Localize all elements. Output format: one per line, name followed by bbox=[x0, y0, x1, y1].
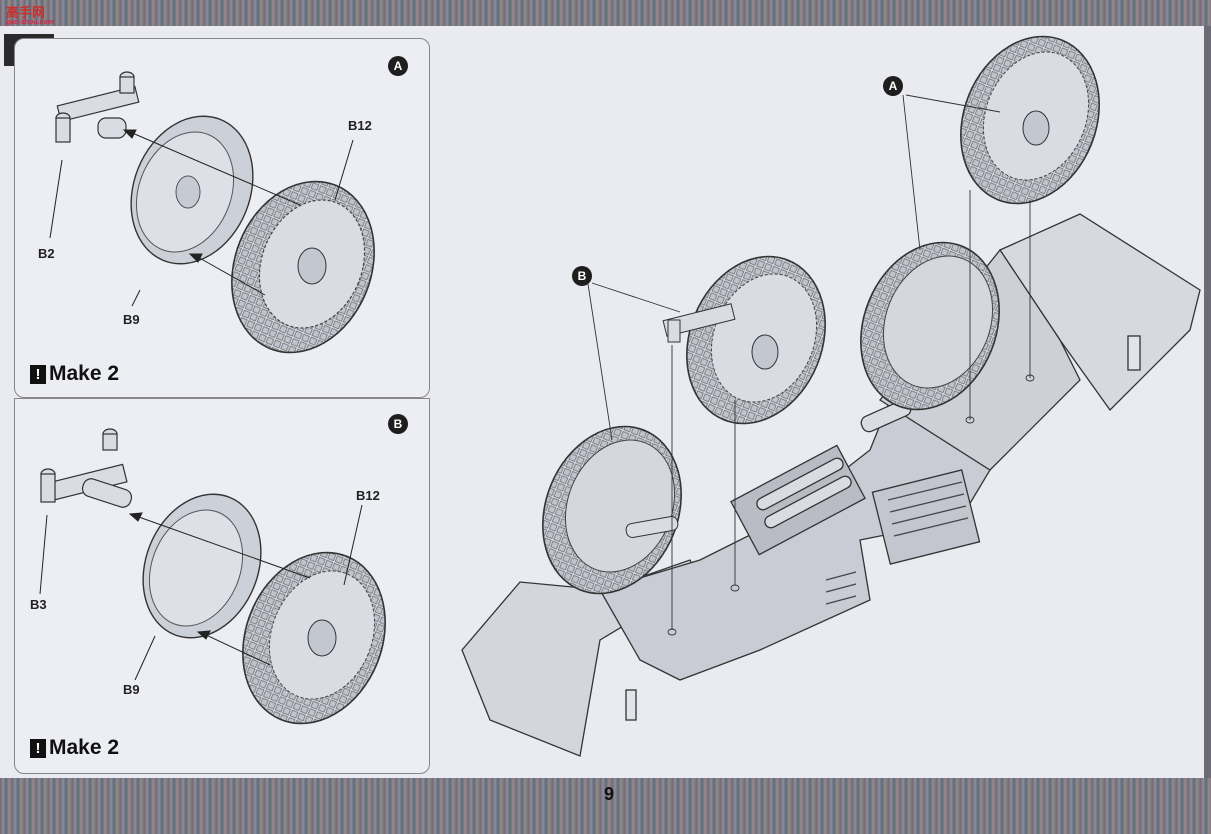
panel-b-axle-bracket bbox=[40, 428, 133, 508]
part-label-b3: B3 bbox=[30, 597, 47, 612]
warning-icon: ! bbox=[30, 738, 46, 758]
part-label-b9: B9 bbox=[123, 312, 140, 327]
main-callout-b: B bbox=[572, 266, 592, 286]
part-label-b12: B12 bbox=[348, 118, 372, 133]
panel-a-make-note: !Make 2 bbox=[30, 362, 119, 386]
panel-a-hub-wheel-b9 bbox=[130, 115, 254, 265]
top-border-band bbox=[0, 0, 1211, 26]
vehicle-wheel-front-mounted bbox=[860, 241, 1000, 411]
warning-icon: ! bbox=[30, 364, 46, 384]
bottom-border-band bbox=[0, 778, 1211, 834]
main-callout-a: A bbox=[883, 76, 903, 96]
part-label-b12: B12 bbox=[356, 488, 380, 503]
panel-a-axle-bracket bbox=[55, 71, 140, 143]
vehicle-wheel-a-exploded bbox=[960, 35, 1100, 205]
vehicle-wheel-b-exploded bbox=[662, 255, 826, 425]
panel-a-tyre-b12 bbox=[231, 180, 375, 354]
vehicle-wheel-rear-left bbox=[542, 425, 682, 595]
panel-b-make-note: !Make 2 bbox=[30, 736, 119, 760]
panel-b-hub-wheel-b9 bbox=[142, 493, 262, 639]
panel-b-tyre-b12 bbox=[242, 551, 386, 725]
panel-b-assembly-arrows bbox=[39, 504, 363, 681]
panel-a-callout-circle: A bbox=[388, 56, 408, 76]
part-label-b2: B2 bbox=[38, 246, 55, 261]
main-guide-lines bbox=[587, 94, 1035, 636]
part-label-b9: B9 bbox=[123, 682, 140, 697]
panel-a-assembly-arrows bbox=[49, 129, 354, 307]
panel-b-callout-circle: B bbox=[388, 414, 408, 434]
page-number: 9 bbox=[603, 784, 614, 804]
